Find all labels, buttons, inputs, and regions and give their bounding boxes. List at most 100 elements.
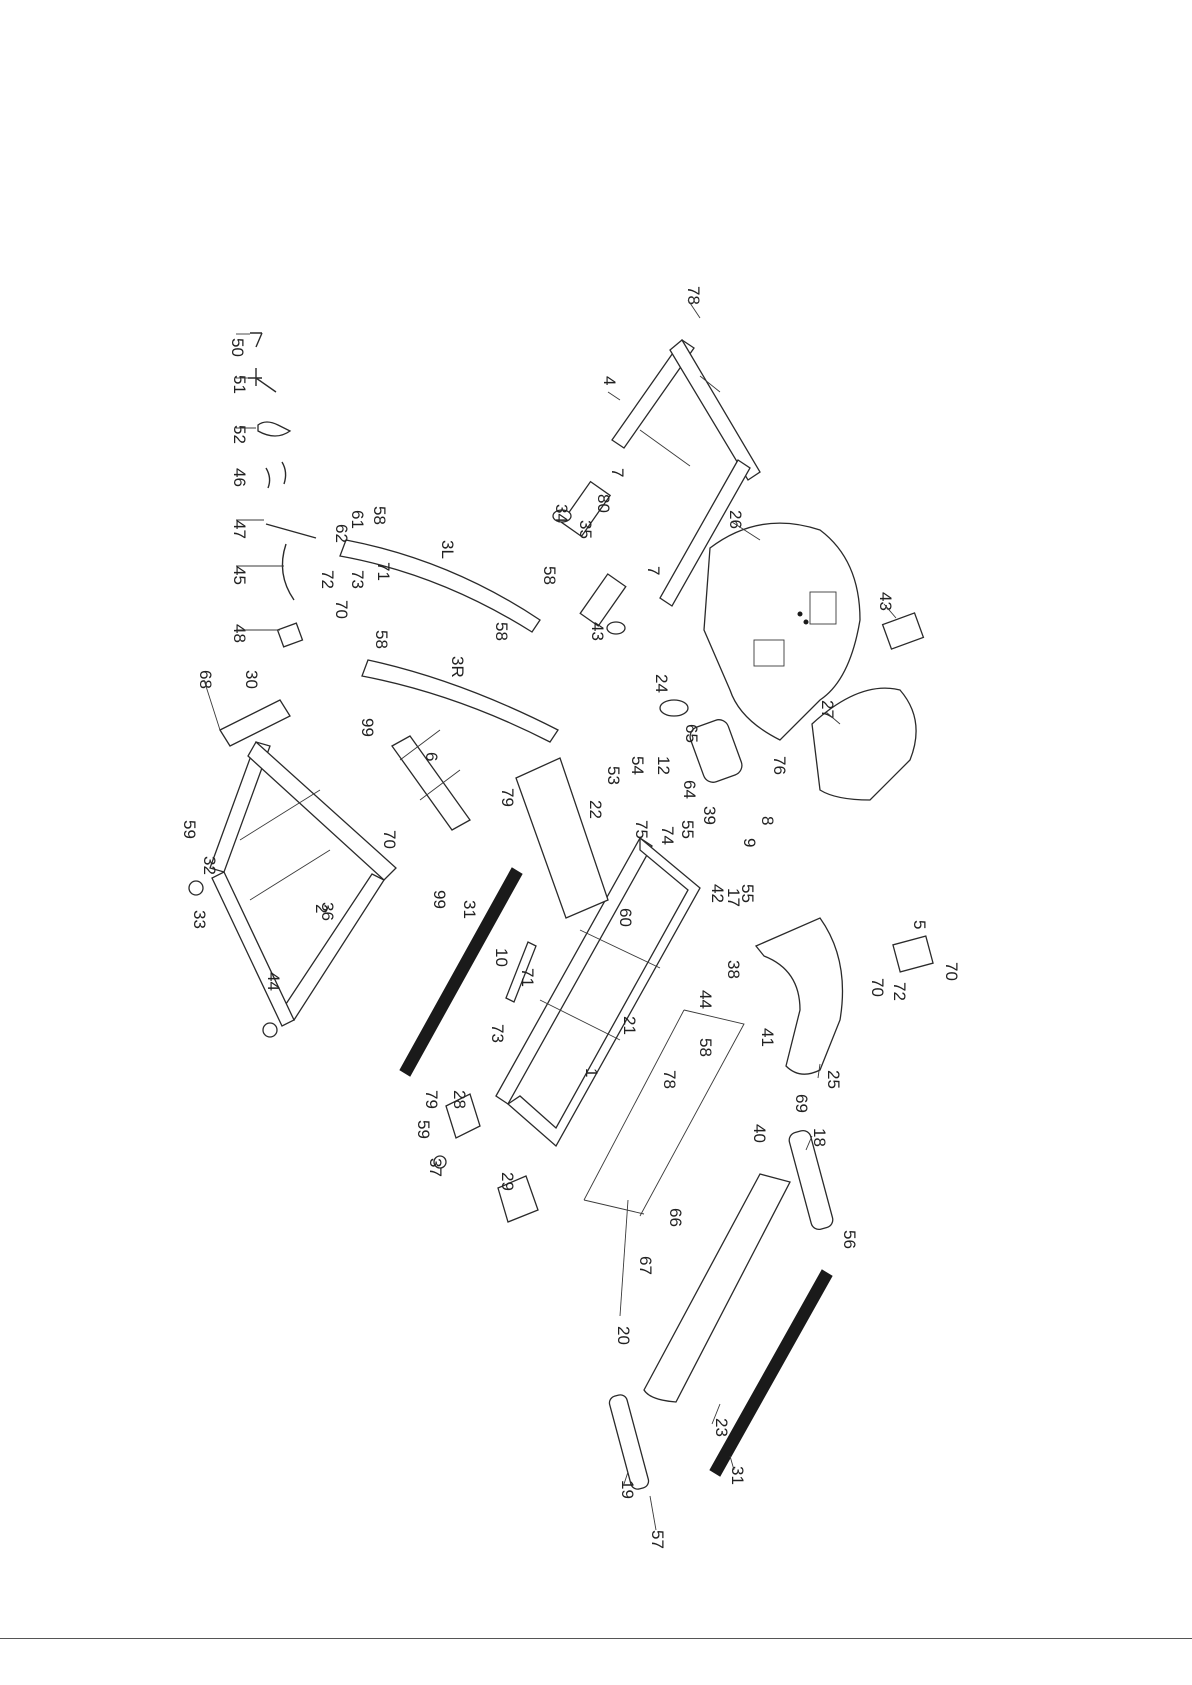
label-32: 32 (200, 856, 219, 875)
label-70d: 70 (868, 978, 887, 997)
label-23: 23 (712, 1418, 731, 1437)
label-76: 76 (770, 756, 789, 775)
label-7b: 7 (644, 566, 663, 575)
label-70c: 70 (942, 962, 961, 981)
part-45-cable (282, 544, 294, 600)
label-71b: 71 (518, 968, 537, 987)
label-30: 30 (242, 670, 261, 689)
label-31a: 31 (460, 900, 479, 919)
label-33: 33 (190, 910, 209, 929)
label-56: 56 (840, 1230, 859, 1249)
label-45: 45 (230, 566, 249, 585)
label-69: 69 (792, 1094, 811, 1113)
label-70a: 70 (332, 600, 351, 619)
label-39: 39 (700, 806, 719, 825)
label-40: 40 (750, 1124, 769, 1143)
label-61: 61 (348, 510, 367, 529)
label-5: 5 (910, 920, 929, 929)
label-43b: 43 (876, 592, 895, 611)
part-48-box (278, 623, 303, 647)
label-6: 6 (422, 752, 441, 761)
wheel-32 (189, 881, 203, 895)
label-48: 48 (230, 624, 249, 643)
incline-frame-6 (392, 730, 470, 830)
label-75: 75 (632, 820, 651, 839)
footer-divider (0, 1638, 1192, 1639)
part-52-grease (258, 422, 290, 436)
label-58e: 58 (696, 1038, 715, 1057)
label-99b: 99 (430, 890, 449, 909)
label-71a: 71 (374, 562, 393, 581)
cover-30 (220, 700, 290, 746)
label-8: 8 (758, 816, 777, 825)
label-9: 9 (740, 838, 759, 847)
label-42: 42 (708, 884, 727, 903)
label-43a: 43 (588, 622, 607, 641)
label-2: 2 (312, 904, 331, 913)
label-21: 21 (620, 1016, 639, 1035)
label-7a: 7 (608, 468, 627, 477)
hardware-parts (248, 333, 316, 647)
label-80: 80 (594, 494, 613, 513)
label-50: 50 (228, 338, 247, 357)
label-4: 4 (600, 376, 619, 385)
part-50-wrench (250, 333, 262, 347)
label-28: 28 (450, 1090, 469, 1109)
label-59a: 59 (180, 820, 199, 839)
label-73b: 73 (488, 1024, 507, 1043)
label-79b: 79 (422, 1090, 441, 1109)
label-10: 10 (492, 948, 511, 967)
label-58a: 58 (370, 506, 389, 525)
label-37: 37 (426, 1158, 445, 1177)
label-47: 47 (230, 520, 249, 539)
label-64: 64 (680, 780, 699, 799)
label-73a: 73 (348, 570, 367, 589)
label-22: 22 (586, 800, 605, 819)
side-cover-25 (756, 918, 843, 1074)
part-51-key (248, 368, 276, 392)
label-31b: 31 (728, 1466, 747, 1485)
wheel-44 (263, 1023, 277, 1037)
part-46-wires (266, 462, 286, 488)
label-44a: 44 (264, 972, 283, 991)
motor-cover-22 (516, 758, 608, 918)
label-20: 20 (614, 1326, 633, 1345)
label-1: 1 (582, 1068, 601, 1077)
label-18: 18 (810, 1128, 829, 1147)
part-47-spring (266, 524, 316, 538)
label-65: 65 (682, 724, 701, 743)
label-58b: 58 (540, 566, 559, 585)
label-55a: 55 (678, 820, 697, 839)
label-78a: 78 (684, 286, 703, 305)
label-72a: 72 (318, 570, 337, 589)
label-27: 27 (818, 700, 837, 719)
label-58c: 58 (492, 622, 511, 641)
overlay-43 (883, 613, 924, 649)
base-frame-2 (210, 700, 396, 1026)
label-38: 38 (724, 960, 743, 979)
controller-5 (893, 936, 933, 972)
label-79a: 79 (498, 788, 517, 807)
label-72b: 72 (890, 982, 909, 1001)
label-41: 41 (758, 1028, 777, 1047)
label-29: 29 (498, 1172, 517, 1191)
part-labels: 50 51 52 46 47 45 48 68 30 59 32 33 44 3… (180, 286, 961, 1549)
label-66: 66 (666, 1208, 685, 1227)
label-57: 57 (648, 1530, 667, 1549)
label-19: 19 (618, 1480, 637, 1499)
label-34: 34 (552, 504, 571, 523)
label-24: 24 (652, 674, 671, 693)
label-58d: 58 (372, 630, 391, 649)
label-99a: 99 (358, 718, 377, 737)
label-46: 46 (230, 468, 249, 487)
belt-24 (660, 700, 688, 716)
label-70b: 70 (380, 830, 399, 849)
label-60: 60 (616, 908, 635, 927)
label-35: 35 (576, 520, 595, 539)
label-67: 67 (636, 1256, 655, 1275)
label-74: 74 (658, 826, 677, 845)
label-3L: 3L (438, 540, 457, 559)
label-12: 12 (654, 756, 673, 775)
